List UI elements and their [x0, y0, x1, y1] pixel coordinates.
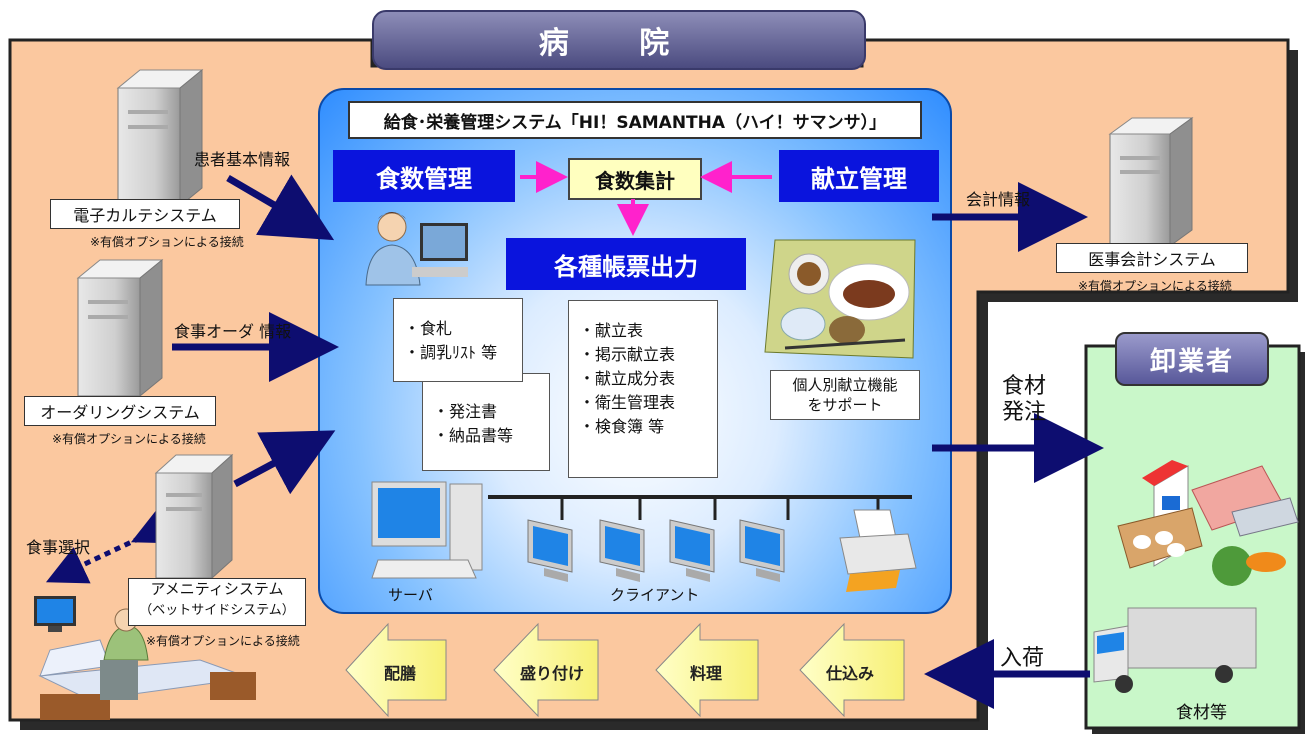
doc3-line: ・献立成分表	[579, 369, 676, 388]
server-tower-icon	[76, 258, 164, 398]
doc2-line: ・納品書等	[433, 426, 514, 445]
emr-flow-label: 患者基本情報	[194, 150, 291, 169]
food-goods-icon	[1117, 460, 1299, 586]
process-step-serving: 配膳	[384, 664, 417, 683]
amenity-system-label: アメニティシステム （ベットサイドシステム）	[128, 578, 306, 626]
accounting-flow-label: 会計情報	[966, 190, 1031, 209]
monitor-icon	[527, 519, 573, 582]
tv-icon	[34, 596, 76, 632]
individual-menu-note: 個人別献立機能 をサポート	[770, 370, 920, 420]
menu-mgmt-box: 献立管理	[779, 150, 939, 202]
patient-bed-icon	[38, 608, 256, 720]
ordering-flow-label: 食事オーダ 情報	[174, 322, 292, 341]
amenity-option-note: ※有償オプションによる接続	[146, 634, 300, 648]
process-arrow-prep	[799, 622, 905, 718]
doc-sheet-menus: ・献立表 ・掲示献立表 ・献立成分表 ・衛生管理表 ・検食簿 等	[568, 300, 718, 478]
process-arrow-cooking	[655, 622, 759, 718]
doc3-line: ・衛生管理表	[579, 393, 676, 412]
wholesaler-title: 卸業者	[1115, 332, 1269, 386]
arrow-amenity-flow	[233, 430, 336, 495]
process-arrow-plating	[493, 622, 599, 718]
server-tower-icon	[116, 68, 204, 208]
emr-option-note: ※有償オプションによる接続	[90, 235, 244, 249]
server-label: サーバ	[388, 586, 433, 604]
doc-sheet-tags: ・食札 ・調乳ﾘｽﾄ 等	[393, 298, 523, 382]
doc-sheet-orders: ・発注書 ・納品書等	[422, 373, 550, 471]
printer-icon	[839, 509, 917, 592]
arrival-flow-label: 入荷	[1000, 646, 1045, 671]
doc3-line: ・検食簿 等	[579, 417, 665, 436]
process-step-plating: 盛り付け	[520, 664, 585, 683]
ordering-system-label: オーダリングシステム	[24, 396, 216, 426]
server-tower-icon	[1108, 117, 1194, 247]
meal-count-box: 食数管理	[333, 150, 515, 202]
monitor-icon	[599, 519, 645, 582]
goods-label: 食材等	[1176, 703, 1227, 723]
process-arrow-serving	[345, 622, 447, 718]
doc3-line: ・掲示献立表	[579, 345, 676, 364]
accounting-system-label: 医事会計システム	[1056, 243, 1248, 273]
doc2-line: ・発注書	[433, 402, 498, 421]
ordering-option-note: ※有償オプションによる接続	[52, 432, 206, 446]
amenity-name-line1: アメニティシステム	[150, 580, 284, 598]
meal-select-flow-label: 食事選択	[26, 538, 91, 557]
hospital-title: 病 院	[372, 10, 866, 70]
doc3-line: ・献立表	[579, 321, 644, 340]
doc1-line: ・調乳ﾘｽﾄ 等	[404, 343, 498, 362]
accounting-option-note: ※有償オプションによる接続	[1078, 279, 1232, 293]
monitor-icon	[669, 519, 715, 582]
reports-box: 各種帳票出力	[506, 238, 746, 290]
person-at-pc-icon	[365, 212, 468, 286]
emr-system-label: 電子カルテシステム	[50, 199, 240, 229]
process-step-cooking: 料理	[690, 664, 723, 683]
order-flow-label: 食材 発注	[1002, 374, 1047, 425]
arrow-emr-flow	[226, 174, 335, 241]
delivery-truck-icon	[1093, 607, 1257, 693]
aggregation-box: 食数集計	[568, 158, 702, 200]
arrow-meal-select	[45, 507, 176, 584]
system-title: 給食･栄養管理システム「HI！SAMANTHA（ハイ！サマンサ）」	[348, 101, 922, 139]
process-step-prep: 仕込み	[826, 664, 875, 683]
meal-tray-icon	[764, 239, 916, 359]
monitor-icon	[739, 519, 785, 582]
server-tower-icon	[154, 453, 234, 580]
amenity-name-line2: （ベットサイドシステム）	[139, 603, 295, 618]
doc1-line: ・食札	[404, 319, 453, 338]
client-label: クライアント	[610, 586, 700, 604]
desktop-pc-icon	[371, 481, 483, 579]
